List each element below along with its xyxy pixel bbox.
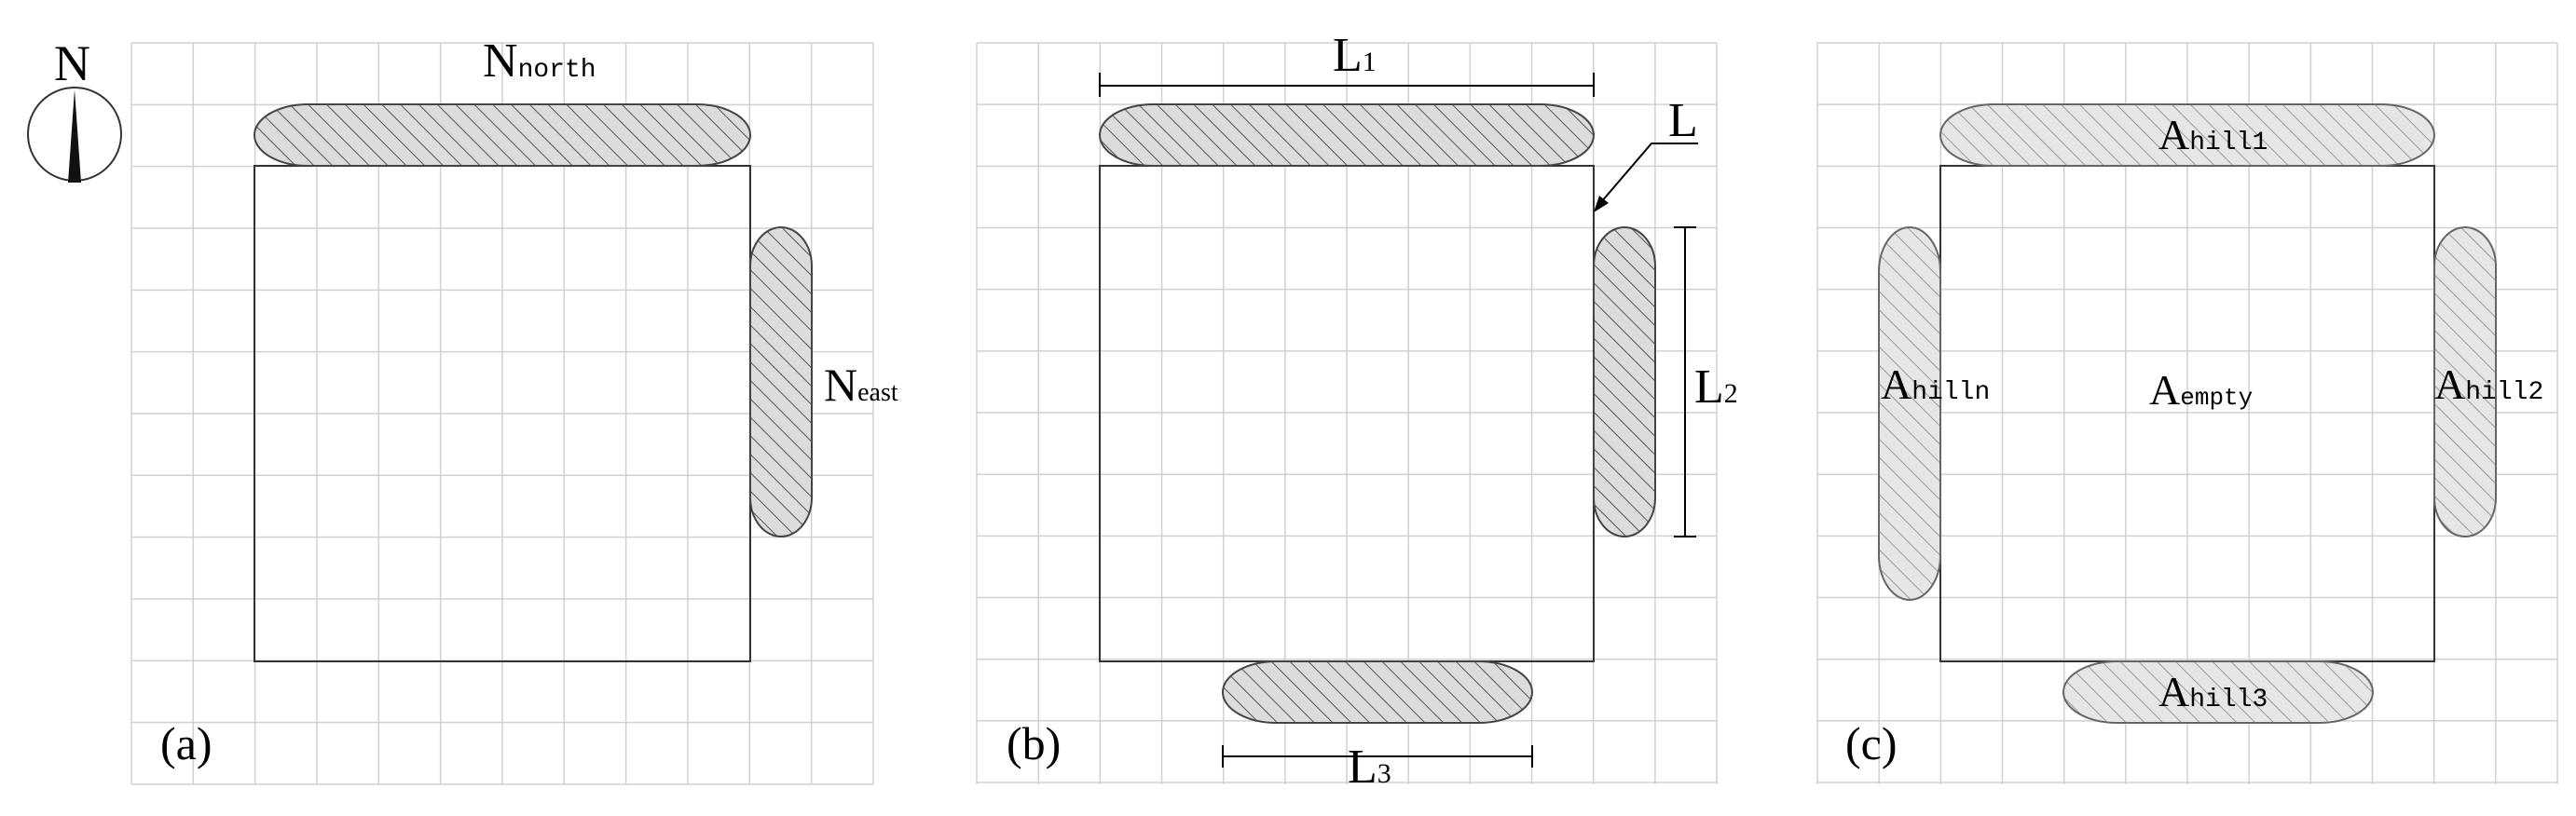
hill-north-a	[253, 103, 751, 167]
hill-south-c	[2062, 660, 2374, 724]
dimension-l2	[1674, 226, 1696, 537]
leader-arrow-icon	[1594, 196, 1609, 212]
hill-north-c	[1939, 103, 2435, 167]
dimension-l3	[1222, 745, 1533, 768]
hill-west-c	[1878, 226, 1941, 601]
caption-b: (b)	[1007, 717, 1061, 769]
caption-a: (a)	[160, 717, 212, 769]
label-a-hill2: Ahill2	[2434, 360, 2543, 408]
label-l: L	[1668, 94, 1698, 147]
label-n-east: Neast	[824, 359, 898, 411]
dimension-l1	[1099, 73, 1595, 97]
caption-c: (c)	[1845, 717, 1898, 769]
label-l1: L1	[1333, 29, 1377, 82]
label-a-hilln: Ahilln	[1881, 360, 1990, 408]
panel-c: Ahill1 Ahill2 Ahill3 Ahilln Aempty (c)	[1816, 42, 2558, 784]
hill-east-c	[2433, 226, 2497, 537]
label-l3: L3	[1348, 741, 1391, 794]
hill-east-b	[1593, 226, 1656, 537]
hill-east-a	[749, 226, 813, 537]
compass-needle-icon	[68, 89, 81, 183]
label-a-hill1: Ahill1	[2158, 111, 2268, 158]
hill-north-b	[1099, 103, 1595, 167]
label-a-hill3: Ahill3	[2158, 668, 2268, 715]
compass: N	[27, 35, 122, 183]
leader-l	[1595, 143, 1698, 210]
label-l2: L2	[1694, 360, 1738, 414]
label-n-north: Nnorth	[483, 34, 596, 88]
label-a-empty: Aempty	[2149, 366, 2253, 414]
panel-b: L1 L2 L3 L (b)	[976, 29, 1738, 794]
panel-a: Nnorth Neast (a)	[130, 34, 898, 785]
hill-south-b	[1222, 660, 1533, 724]
compass-letter: N	[54, 35, 90, 91]
